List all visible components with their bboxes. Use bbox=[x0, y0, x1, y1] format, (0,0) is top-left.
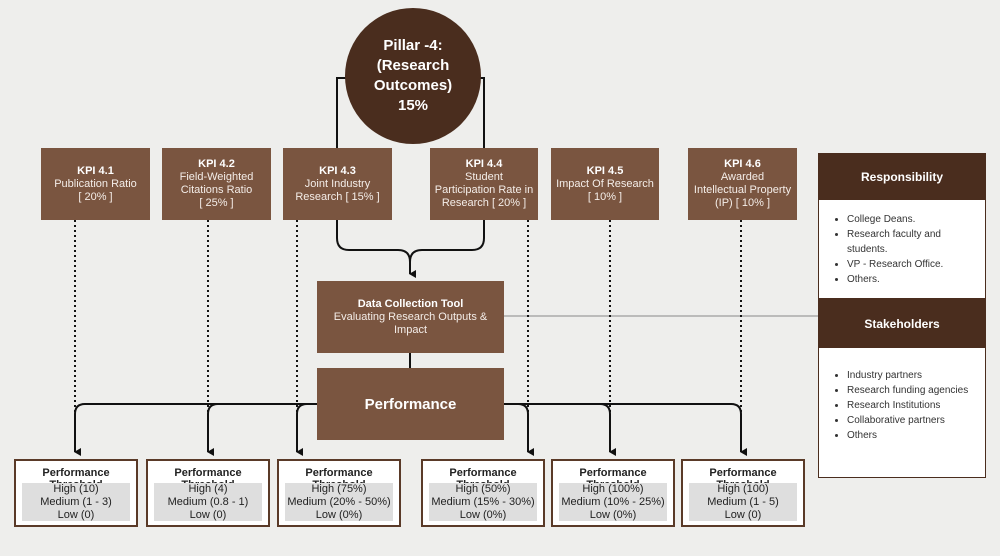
responsibility-title: Responsibility bbox=[819, 154, 985, 200]
list-item: College Deans. bbox=[847, 212, 979, 227]
perf-to-thr-2 bbox=[207, 403, 219, 456]
threshold-high: High (4) bbox=[188, 482, 228, 495]
threshold-title: Performance Threshold bbox=[709, 467, 777, 491]
threshold-title: Performance Threshold bbox=[579, 467, 647, 491]
threshold-low: Low (0%) bbox=[459, 508, 507, 521]
kpi-text: [ 25% ] bbox=[199, 197, 234, 209]
kpi-text: Joint Industry bbox=[304, 177, 371, 190]
responsibility-list: College Deans. Research faculty and stud… bbox=[819, 200, 985, 287]
kpi-to-tool-left bbox=[336, 220, 416, 278]
threshold-low: Low (0) bbox=[724, 508, 762, 521]
threshold-medium: Medium (0.8 - 1) bbox=[167, 495, 249, 508]
kpi-text: Field-Weighted bbox=[179, 171, 254, 183]
kpi-code: KPI 4.5 bbox=[586, 164, 624, 177]
perf-to-thr-6 bbox=[504, 403, 747, 456]
kpi-4-3-box: KPI 4.3 Joint Industry Research [ 15% ] bbox=[283, 148, 392, 220]
tool-title: Data Collection Tool bbox=[357, 297, 464, 310]
threshold-title: Performance Threshold bbox=[449, 467, 517, 491]
tool-text: Evaluating Research Outputs & bbox=[333, 310, 488, 323]
stakeholders-title: Stakeholders bbox=[819, 300, 985, 348]
pillar-circle: Pillar -4: (Research Outcomes) 15% bbox=[345, 8, 481, 144]
threshold-box-5: Performance Threshold High (100%) Medium… bbox=[551, 459, 675, 527]
threshold-box-3: Performance Threshold High (75%) Medium … bbox=[277, 459, 401, 527]
kpi-text: Citations Ratio bbox=[180, 184, 253, 196]
perf-to-thr-5 bbox=[599, 403, 616, 456]
kpi-code: KPI 4.3 bbox=[319, 164, 356, 177]
threshold-levels: High (10) Medium (1 - 3) Low (0) bbox=[22, 483, 130, 521]
list-item: Research faculty and students. bbox=[847, 227, 979, 257]
kpi-text: (IP) [ 10% ] bbox=[714, 197, 771, 209]
threshold-levels: High (100%) Medium (10% - 25%) Low (0%) bbox=[559, 483, 667, 521]
kpi-4-6-box: KPI 4.6 Awarded Intellectual Property (I… bbox=[688, 148, 797, 220]
threshold-box-6: Performance Threshold High (100) Medium … bbox=[681, 459, 805, 527]
threshold-box-1: Performance Threshold High (10) Medium (… bbox=[14, 459, 138, 527]
threshold-medium: Medium (1 - 5) bbox=[707, 495, 779, 508]
list-item: Others bbox=[847, 428, 979, 443]
threshold-high: High (100) bbox=[717, 482, 769, 495]
kpi-code: KPI 4.6 bbox=[724, 158, 761, 170]
threshold-levels: High (50%) Medium (15% - 30%) Low (0%) bbox=[429, 483, 537, 521]
kpi-code: KPI 4.2 bbox=[198, 158, 235, 170]
perf-to-thr-1 bbox=[74, 403, 317, 456]
threshold-medium: Medium (10% - 25%) bbox=[561, 495, 665, 508]
threshold-low: Low (0) bbox=[189, 508, 227, 521]
kpi-code: KPI 4.4 bbox=[465, 158, 503, 170]
perf-to-thr-4 bbox=[517, 403, 534, 456]
kpi-text: Research [ 15% ] bbox=[295, 190, 380, 203]
kpi-4-5-box: KPI 4.5 Impact Of Research [ 10% ] bbox=[551, 148, 659, 220]
threshold-medium: Medium (1 - 3) bbox=[40, 495, 112, 508]
threshold-levels: High (75%) Medium (20% - 50%) Low (0%) bbox=[285, 483, 393, 521]
kpi-text: Participation Rate in bbox=[434, 184, 534, 196]
performance-box: Performance bbox=[317, 368, 504, 440]
threshold-high: High (75%) bbox=[311, 482, 367, 495]
list-item: Research Institutions bbox=[847, 398, 979, 413]
list-item: Collaborative partners bbox=[847, 413, 979, 428]
perf-to-thr-3 bbox=[296, 403, 308, 456]
threshold-low: Low (0%) bbox=[589, 508, 637, 521]
list-item: Industry partners bbox=[847, 368, 979, 383]
kpi-text: Intellectual Property bbox=[693, 184, 792, 196]
threshold-high: High (10) bbox=[53, 482, 99, 495]
kpi-text: Impact Of Research bbox=[556, 177, 654, 190]
kpi-4-4-box: KPI 4.4 Student Participation Rate in Re… bbox=[430, 148, 538, 220]
pillar-line-2: (Research bbox=[376, 57, 450, 74]
data-collection-tool-box: Data Collection Tool Evaluating Research… bbox=[317, 281, 504, 353]
kpi-text: Publication Ratio bbox=[54, 177, 137, 190]
kpi-text: [ 10% ] bbox=[587, 190, 623, 203]
threshold-levels: High (100) Medium (1 - 5) Low (0) bbox=[689, 483, 797, 521]
threshold-title: Performance Threshold bbox=[174, 467, 242, 491]
kpi-text: Research [ 20% ] bbox=[441, 197, 527, 209]
kpi-4-2-box: KPI 4.2 Field-Weighted Citations Ratio [… bbox=[162, 148, 271, 220]
pillar-line-3: Outcomes) bbox=[373, 77, 453, 94]
threshold-box-4: Performance Threshold High (50%) Medium … bbox=[421, 459, 545, 527]
list-item: VP - Research Office. bbox=[847, 257, 979, 272]
threshold-low: Low (0) bbox=[57, 508, 95, 521]
pillar-line-4: 15% bbox=[397, 97, 429, 114]
list-item: Research funding agencies bbox=[847, 383, 979, 398]
stakeholders-panel: Stakeholders Industry partners Research … bbox=[818, 299, 986, 478]
kpi-code: KPI 4.1 bbox=[77, 164, 114, 177]
responsibility-panel: Responsibility College Deans. Research f… bbox=[818, 153, 986, 299]
threshold-title: Performance Threshold bbox=[305, 467, 373, 491]
kpi-4-1-box: KPI 4.1 Publication Ratio [ 20% ] bbox=[41, 148, 150, 220]
kpi-text: Awarded bbox=[720, 171, 765, 183]
threshold-medium: Medium (20% - 50%) bbox=[287, 495, 391, 508]
threshold-title: Performance Threshold bbox=[42, 467, 110, 491]
threshold-medium: Medium (15% - 30%) bbox=[431, 495, 535, 508]
tool-text: Impact bbox=[393, 323, 427, 336]
threshold-low: Low (0%) bbox=[315, 508, 363, 521]
pillar-line-1: Pillar -4: bbox=[383, 37, 443, 54]
threshold-high: High (50%) bbox=[455, 482, 511, 495]
kpi-to-tool-right bbox=[409, 220, 485, 263]
stakeholders-list: Industry partners Research funding agenc… bbox=[819, 348, 985, 443]
threshold-box-2: Performance Threshold High (4) Medium (0… bbox=[146, 459, 270, 527]
kpi-text: [ 20% ] bbox=[78, 190, 113, 203]
list-item: Others. bbox=[847, 272, 979, 287]
threshold-high: High (100%) bbox=[582, 482, 644, 495]
threshold-levels: High (4) Medium (0.8 - 1) Low (0) bbox=[154, 483, 262, 521]
kpi-text: Student bbox=[465, 171, 503, 183]
